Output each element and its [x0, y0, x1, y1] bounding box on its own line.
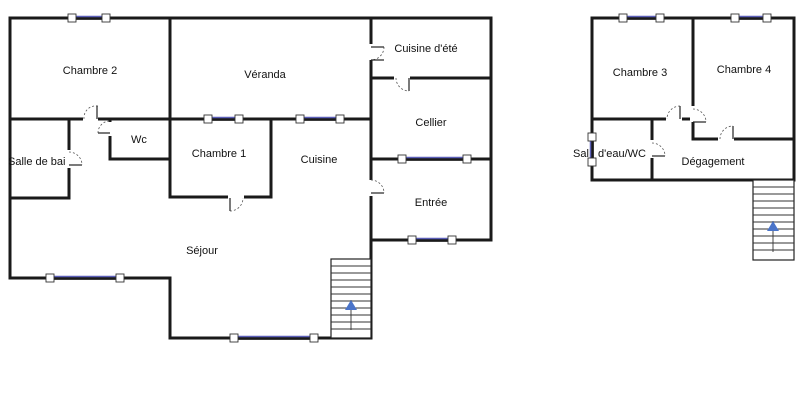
window-salle-eau	[587, 132, 597, 167]
room-label-salle-eau-right: d'eau/WC	[598, 148, 646, 160]
staircase-ground	[330, 258, 372, 339]
window-chambre-1	[203, 114, 244, 124]
door-chambre-3	[666, 105, 682, 122]
room-label-wc: Wc	[131, 134, 147, 146]
room-label-cellier: Cellier	[415, 117, 447, 129]
ground-floor-plan: Chambre 2 Véranda Cuisine d'été Cellier …	[8, 13, 493, 343]
room-label-salle-eau-left: Sal	[573, 148, 589, 160]
door-wc	[96, 120, 112, 136]
door-cellier	[394, 75, 410, 92]
door-chambre-1	[228, 194, 244, 212]
stairs-up-arrow-icon	[345, 300, 357, 310]
door-salle-eau	[649, 140, 666, 158]
staircase-upper	[752, 179, 795, 261]
door-entree	[368, 179, 385, 196]
door-cuisine-ete	[368, 44, 385, 61]
door-chambre-4	[718, 125, 734, 142]
stairs-up-arrow-icon	[767, 221, 779, 231]
window-cuisine	[295, 114, 345, 124]
room-label-chambre-3: Chambre 3	[613, 67, 667, 79]
door-degagement-vertical	[690, 106, 707, 123]
window-cellier-entree	[397, 154, 472, 164]
room-label-entree: Entrée	[415, 197, 447, 209]
room-label-cuisine: Cuisine	[301, 154, 338, 166]
window-sejour-left	[45, 273, 125, 283]
room-label-chambre-4: Chambre 4	[717, 64, 771, 76]
window-chambre-4	[730, 13, 772, 23]
window-entree-bottom	[407, 235, 457, 245]
room-label-salle-de-bain: Salle de bai	[8, 156, 66, 168]
room-label-veranda: Véranda	[244, 69, 286, 81]
room-label-sejour: Séjour	[186, 245, 218, 257]
window-chambre-3	[618, 13, 665, 23]
door-salle-de-bain	[66, 150, 83, 168]
room-label-chambre-2: Chambre 2	[63, 65, 117, 77]
room-label-cuisine-ete: Cuisine d'été	[394, 43, 457, 55]
door-chambre-2	[83, 105, 99, 122]
room-label-chambre-1: Chambre 1	[192, 148, 246, 160]
upper-floor-plan: Chambre 3 Chambre 4 Sal d'eau/WC Dégagem…	[573, 13, 796, 261]
window-sejour-bottom	[229, 333, 319, 343]
window-top-chambre-2	[67, 13, 111, 23]
room-label-degagement: Dégagement	[682, 156, 745, 168]
